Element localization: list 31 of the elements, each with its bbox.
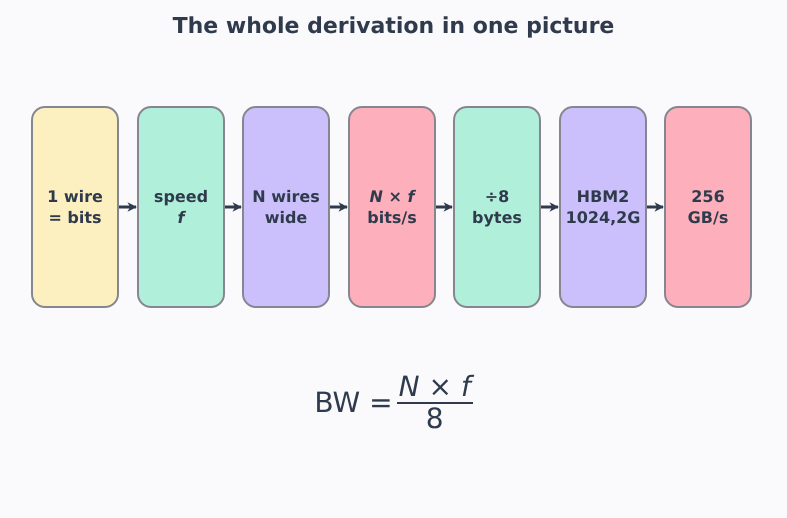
arrow: [647, 202, 664, 212]
arrow: [225, 202, 242, 212]
arrow: [541, 202, 559, 212]
formula-numerator: N × f: [396, 372, 473, 402]
step-text: N × f: [370, 186, 414, 207]
step-box: [348, 106, 436, 308]
step-text: 256: [691, 186, 725, 207]
formula-denominator: 8: [426, 404, 444, 434]
step-text: 1024,2G: [566, 207, 640, 228]
title: The whole derivation in one picture: [172, 13, 616, 41]
step-text: wide: [264, 207, 308, 228]
step-box: [559, 106, 647, 308]
arrow: [330, 202, 348, 212]
step-text: bits/s: [367, 207, 417, 228]
step-text: ÷8: [484, 186, 510, 207]
step-box: [137, 106, 225, 308]
step-text: HBM2: [576, 186, 630, 207]
arrow: [436, 202, 453, 212]
step-box: [664, 106, 752, 308]
step-box: [31, 106, 119, 308]
step-text: GB/s: [688, 207, 728, 228]
arrow: [119, 202, 137, 212]
step-box: [242, 106, 330, 308]
step-text: bytes: [472, 207, 522, 228]
step-text: 1 wire: [47, 186, 103, 207]
step-text: = bits: [48, 207, 102, 228]
step-text: N wires: [252, 186, 320, 207]
formula-text: BW =: [314, 385, 393, 421]
step-box: [453, 106, 541, 308]
step-text: f: [178, 207, 184, 228]
step-text: speed: [154, 186, 208, 207]
